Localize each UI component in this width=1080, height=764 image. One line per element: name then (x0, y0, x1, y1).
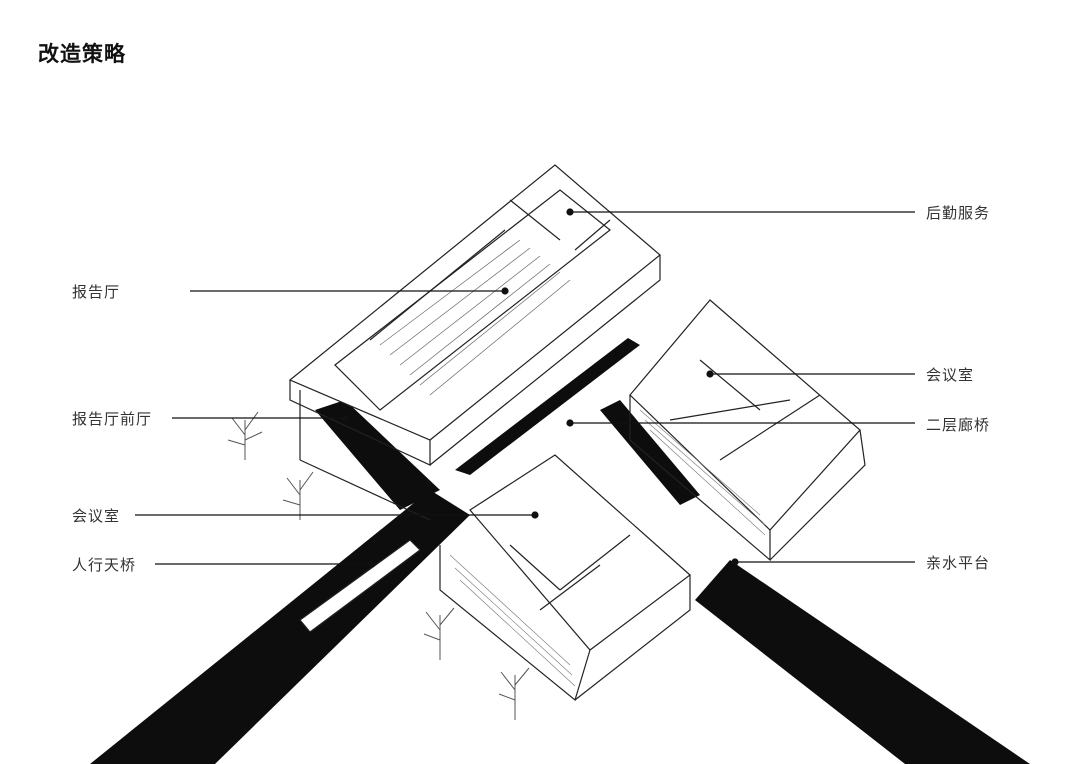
ramp-strip (455, 338, 640, 475)
auditorium-block (288, 164, 661, 521)
label-pedestrian-bridge: 人行天桥 (72, 556, 137, 574)
road-upper-left (315, 400, 440, 510)
right-meeting-block (629, 299, 866, 562)
road-lower-left (90, 490, 470, 764)
label-auditorium-foyer: 报告厅前厅 (72, 410, 153, 428)
label-waterfront-platform: 亲水平台 (926, 554, 991, 572)
road-lower-right (695, 560, 1030, 764)
label-second-floor-corridor: 二层廊桥 (926, 416, 991, 434)
page-title: 改造策略 (38, 42, 126, 66)
leader-lines (135, 208, 915, 568)
label-meeting-room-right: 会议室 (926, 366, 975, 384)
label-logistics: 后勤服务 (926, 204, 991, 222)
trees (227, 411, 530, 720)
label-meeting-room-left: 会议室 (72, 507, 121, 525)
black-roads (90, 338, 1030, 764)
left-meeting-block (439, 454, 691, 702)
label-auditorium: 报告厅 (72, 283, 121, 301)
